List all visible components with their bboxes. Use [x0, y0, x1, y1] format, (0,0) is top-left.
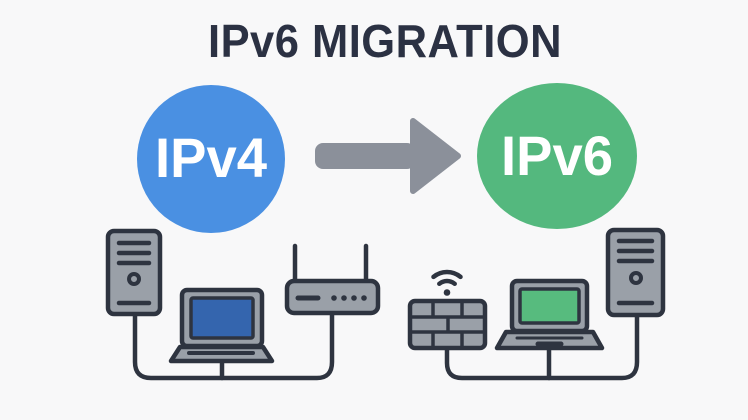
server-tower-icon	[605, 227, 666, 318]
wifi-signal-icon	[431, 269, 463, 296]
arrow-shaft	[315, 143, 415, 169]
ipv4-label: IPv4	[155, 126, 267, 189]
ipv6-circle-shape	[477, 83, 637, 229]
router-led	[361, 295, 367, 301]
wifi-outer-arc	[431, 269, 463, 280]
network-connection-line-right	[444, 312, 640, 381]
network-connection-line-left	[132, 310, 335, 381]
arrow-head	[410, 118, 461, 194]
firewall-icon	[407, 298, 488, 351]
laptop-base	[494, 329, 605, 351]
ipv4-circle-shape	[137, 85, 285, 233]
ipv6-circle: IPv6	[477, 83, 637, 229]
wifi-dot	[443, 289, 451, 296]
laptop-screen	[189, 296, 255, 340]
right-arrow-icon	[315, 118, 461, 194]
laptop-icon	[168, 287, 275, 364]
ipv6-label: IPv6	[501, 124, 613, 187]
server-power-button	[629, 271, 643, 285]
page-title: IPv6 MIGRATION	[208, 15, 562, 67]
router-led	[331, 295, 337, 301]
server-tower-icon	[105, 228, 163, 317]
ipv4-circle: IPv4	[137, 85, 285, 233]
laptop-icon	[494, 278, 605, 351]
wifi-inner-arc	[437, 278, 457, 287]
laptop-screen	[518, 287, 581, 325]
router-led	[341, 295, 347, 301]
server-power-button	[127, 272, 141, 286]
router-led	[351, 295, 357, 301]
wifi-router-icon	[284, 243, 381, 316]
